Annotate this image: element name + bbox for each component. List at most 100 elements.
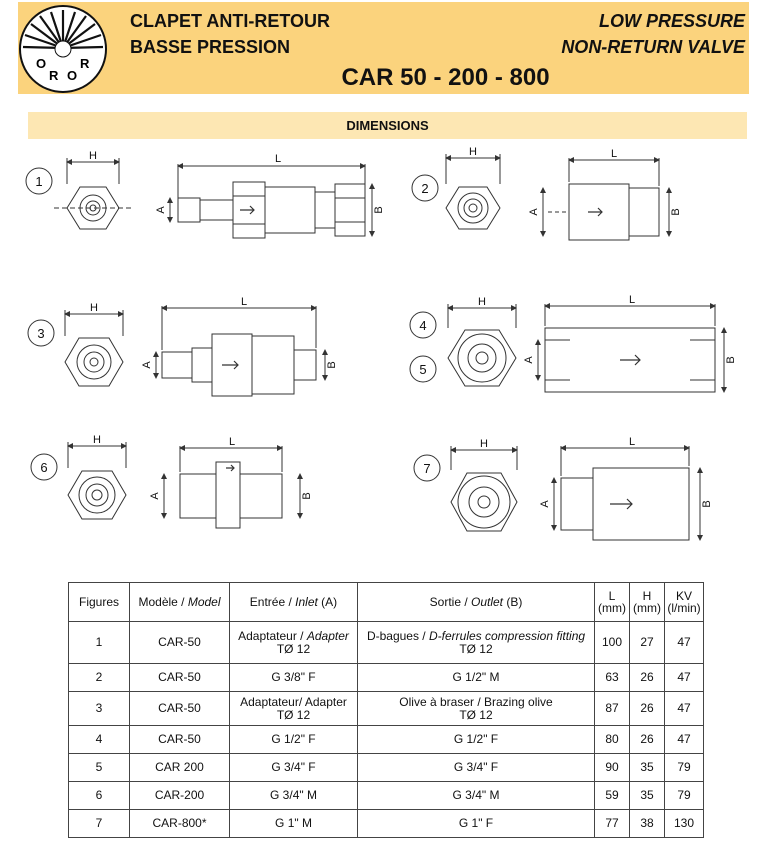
title-en-line-2: NON-RETURN VALVE (561, 37, 745, 57)
cell-outlet: G 1" F (357, 809, 595, 838)
col-height-label: H (642, 589, 652, 603)
cell-inlet: G 3/4" M (229, 781, 358, 810)
figure-number-4: 4 (419, 318, 426, 333)
inlet-text: Adaptateur/ Adapter (240, 694, 347, 709)
kv-value: 130 (673, 816, 695, 830)
cell-figure: 7 (68, 809, 130, 838)
cell-inlet: G 1" M (229, 809, 358, 838)
figure-number: 7 (95, 816, 103, 830)
col-model-en: Model (187, 595, 221, 609)
model-name: CAR-50 (158, 635, 201, 649)
logo-letter-4: R (80, 56, 90, 71)
figure-number-6: 6 (40, 460, 47, 475)
outlet-text: G 3/4" F (453, 760, 499, 774)
cell-model: CAR-200 (129, 781, 230, 810)
dim-label-b: B (701, 500, 713, 507)
model-name: CAR-800* (152, 816, 207, 830)
cell-model: CAR-50 (129, 621, 230, 664)
cell-outlet: G 1/2" F (357, 725, 595, 754)
cell-figure: 6 (68, 781, 130, 810)
kv-value: 47 (677, 670, 691, 684)
col-outlet-code: (B) (503, 595, 523, 609)
cell-length: 90 (594, 753, 630, 782)
height-value: 26 (640, 701, 654, 715)
figure-number: 4 (95, 732, 103, 746)
height-value: 38 (640, 816, 654, 830)
outlet-text: G 1/2" M (452, 670, 500, 684)
col-kv-unit: (l/min) (667, 601, 701, 615)
figure-number: 3 (95, 701, 103, 715)
inlet-size: TØ 12 (276, 641, 311, 656)
figure-3 (27, 305, 328, 397)
length-value: 80 (605, 732, 619, 746)
inlet-text: G 1/2" F (271, 732, 316, 746)
oror-logo: O R O R (19, 5, 107, 93)
cell-length: 77 (594, 809, 630, 838)
col-inlet: Entrée / Inlet (A) (229, 582, 358, 622)
model-title: CAR 50 - 200 - 800 (341, 64, 550, 91)
dimension-drawings: 1 2 3 4 5 6 7 H L H L H L H L H L H L A … (25, 146, 737, 541)
col-inlet-en: Inlet (295, 595, 318, 609)
cell-figure: 5 (68, 753, 130, 782)
length-value: 90 (605, 760, 619, 774)
dim-label-l: L (629, 294, 635, 306)
dim-label-l: L (275, 153, 281, 165)
title-french: CLAPET ANTI-RETOUR BASSE PRESSION (130, 8, 330, 60)
inlet-text: G 3/4" F (271, 760, 316, 774)
height-value: 26 (640, 670, 654, 684)
kv-value: 47 (677, 701, 691, 715)
dim-label-l: L (611, 148, 617, 160)
figure-number: 6 (95, 788, 103, 802)
logo-letter-1: O (36, 56, 46, 71)
dim-label-l: L (241, 296, 247, 308)
kv-value: 47 (677, 635, 691, 649)
model-name: CAR-50 (158, 732, 201, 746)
table-header-row: Figures Modèle / Model Entrée / Inlet (A… (68, 582, 704, 622)
col-length-unit: (mm) (598, 601, 626, 615)
cell-model: CAR-50 (129, 663, 230, 692)
dim-label-a: A (539, 500, 551, 508)
cell-model: CAR-800* (129, 809, 230, 838)
dimensions-section-title: DIMENSIONS (28, 112, 747, 139)
cell-height: 38 (629, 809, 665, 838)
cell-model: CAR-50 (129, 691, 230, 726)
title-fr-line-2: BASSE PRESSION (130, 37, 291, 57)
col-outlet-en: Outlet (471, 595, 504, 609)
logo-letter-2: R (49, 68, 59, 83)
dim-label-h: H (90, 302, 98, 314)
dim-label-l: L (629, 436, 635, 448)
cell-kv: 130 (664, 809, 704, 838)
figure-number-2: 2 (421, 181, 428, 196)
dim-label-b: B (373, 206, 385, 213)
figure-number-5: 5 (419, 362, 426, 377)
cell-length: 59 (594, 781, 630, 810)
title-english: LOW PRESSURE NON-RETURN VALVE (561, 8, 745, 60)
col-outlet: Sortie / Outlet (B) (357, 582, 595, 622)
inlet-size: TØ 12 (276, 707, 311, 722)
col-outlet-fr: Sortie / (429, 595, 471, 609)
col-length: L(mm) (594, 582, 630, 622)
fig1-side-view (177, 181, 366, 239)
dim-label-a: A (528, 208, 540, 216)
title-fr-line-1: CLAPET ANTI-RETOUR (130, 11, 330, 31)
cell-height: 26 (629, 691, 665, 726)
cell-kv: 47 (664, 725, 704, 754)
cell-kv: 79 (664, 781, 704, 810)
figure-1 (25, 158, 375, 239)
kv-value: 79 (677, 788, 691, 802)
col-kv: KV(l/min) (664, 582, 704, 622)
logo-letter-3: O (67, 68, 77, 83)
col-inlet-code: (A) (317, 595, 338, 609)
cell-height: 27 (629, 621, 665, 664)
cell-height: 26 (629, 663, 665, 692)
figure-6 (30, 442, 303, 529)
col-inlet-fr: Entrée / (249, 595, 296, 609)
dim-label-a: A (155, 206, 167, 214)
